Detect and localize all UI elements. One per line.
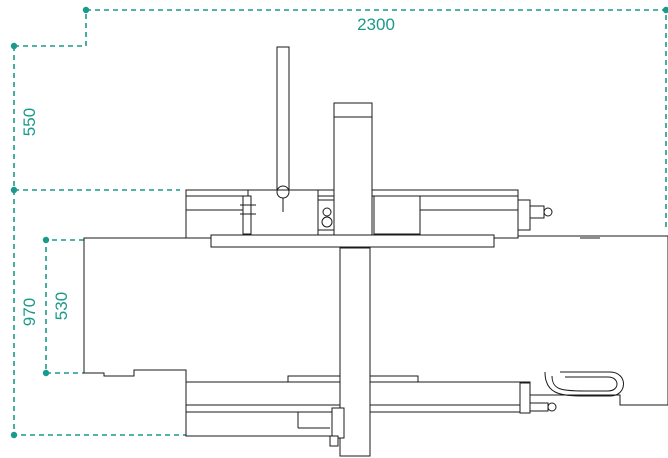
dim-label-upper-depth: 550 [20,108,39,136]
right-front-knob [529,402,549,412]
arm-housing [247,189,319,236]
beam-clamp-tip [329,435,339,447]
dim-width-end-dot [662,6,668,14]
dim-label-table-depth: 530 [52,292,71,320]
dim-530-bottom-dot [42,369,50,377]
dim-width-start-dot [82,6,90,14]
dim-550-top-dot [10,42,18,50]
machine-outline [83,46,668,457]
blade-column [333,102,373,236]
right-rear-knob [529,205,545,219]
blade-column-cap [333,102,373,118]
right-rear-post [517,199,531,231]
dim-550-bottom-dot [10,186,18,194]
right-handle-outer [544,371,624,397]
main-table [83,235,668,406]
motor-block [373,195,421,235]
right-front-post [519,382,531,414]
cross-fence [210,234,495,248]
dim-label-width: 2300 [357,15,395,34]
column-side-knob-2 [322,207,332,217]
beam-clamp [331,407,345,439]
dim-970-bottom-dot [10,431,18,439]
dim-530-top-dot [42,236,50,244]
right-rear-knob-cap [543,207,553,217]
center-beam [339,247,371,457]
column-side-knob [321,216,333,228]
right-handle-inner [551,375,618,392]
dim-label-total-depth: 970 [20,298,39,326]
front-frame-left-extension [185,411,343,437]
dimension-lines [10,6,668,439]
right-front-knob-cap [547,402,557,412]
arm-side-plate [242,195,252,235]
dim-table-line [45,239,84,374]
tall-arm [276,46,290,191]
